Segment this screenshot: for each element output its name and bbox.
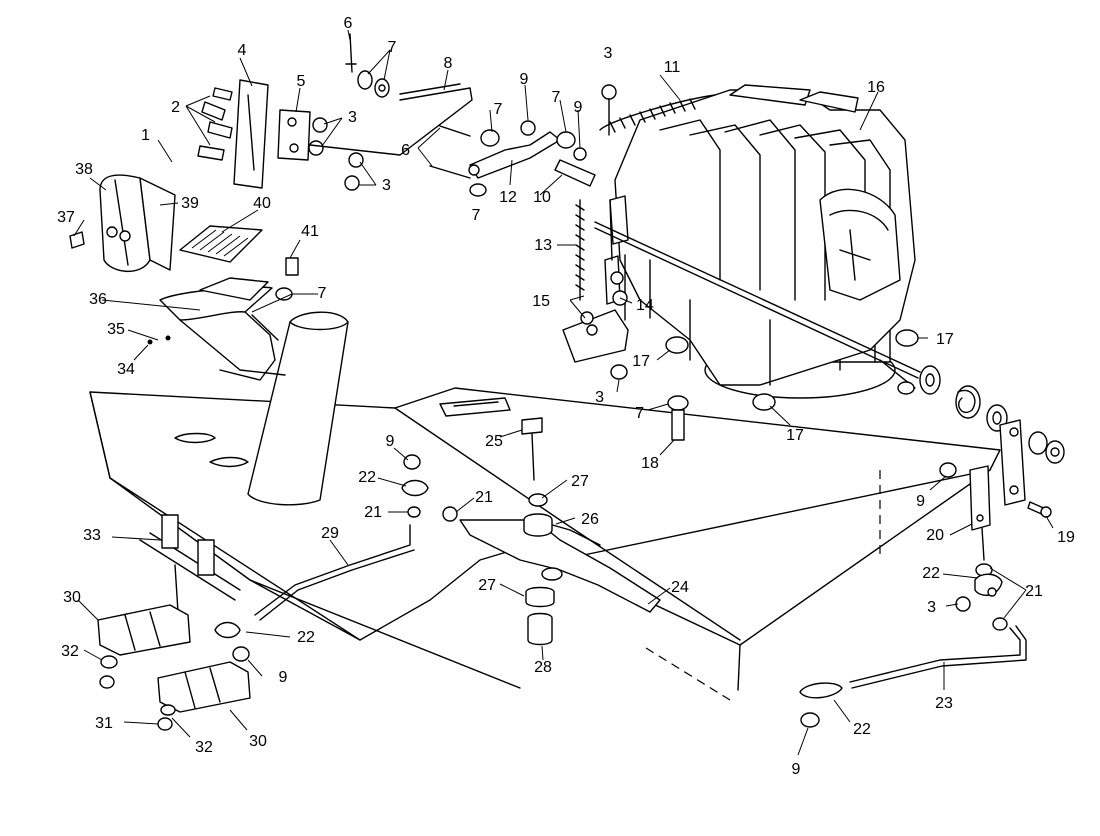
callout-9b: 9 — [574, 99, 583, 116]
callout-29: 29 — [321, 525, 339, 542]
callout-22b: 22 — [297, 629, 315, 646]
callout-4: 4 — [238, 42, 247, 59]
callout-31: 31 — [95, 715, 113, 732]
callout-36: 36 — [89, 291, 107, 308]
callout-22c: 22 — [922, 565, 940, 582]
callout-6a: 6 — [344, 15, 353, 32]
callout-9a: 9 — [520, 71, 529, 88]
callout-9e: 9 — [279, 669, 288, 686]
pedal-assembly — [69, 174, 299, 381]
callout-41: 41 — [301, 223, 319, 240]
control-lever-assembly — [197, 70, 473, 191]
callout-28: 28 — [534, 659, 552, 676]
lever-24 — [459, 417, 661, 646]
callout-21b: 21 — [475, 489, 493, 506]
rod-23-assembly — [799, 527, 1027, 728]
spring-bracket-14 — [562, 199, 629, 363]
callout-7d: 7 — [472, 207, 481, 224]
engine — [594, 84, 921, 399]
callout-37: 37 — [57, 209, 75, 226]
callout-20: 20 — [926, 527, 944, 544]
callout-8: 8 — [444, 55, 453, 72]
callout-3c: 3 — [604, 45, 613, 62]
cotter-pin-6 — [345, 33, 471, 179]
callout-9c: 9 — [386, 433, 395, 450]
callout-24: 24 — [671, 579, 689, 596]
callout-18: 18 — [641, 455, 659, 472]
callout-7e: 7 — [318, 285, 327, 302]
callout-3e: 3 — [927, 599, 936, 616]
callout-7a: 7 — [388, 39, 397, 56]
callout-13: 13 — [534, 237, 552, 254]
callout-12: 12 — [499, 189, 517, 206]
callout-9f: 9 — [792, 761, 801, 778]
callout-22a: 22 — [358, 469, 376, 486]
callout-39: 39 — [181, 195, 199, 212]
steering-column — [247, 311, 349, 506]
callout-22d: 22 — [853, 721, 871, 738]
callout-30a: 30 — [63, 589, 81, 606]
callout-23: 23 — [935, 695, 953, 712]
callout-3d: 3 — [595, 389, 604, 406]
bracket-20 — [939, 419, 1065, 531]
callout-5: 5 — [297, 73, 306, 90]
callout-38: 38 — [75, 161, 93, 178]
callout-27a: 27 — [571, 473, 589, 490]
bushing-blocks — [97, 514, 251, 731]
callout-2: 2 — [171, 99, 180, 116]
callout-7b: 7 — [494, 101, 503, 118]
callout-7c: 7 — [552, 89, 561, 106]
callout-17b: 17 — [786, 427, 804, 444]
callout-27b: 27 — [478, 577, 496, 594]
callout-21c: 21 — [1025, 583, 1043, 600]
callout-17a: 17 — [632, 353, 650, 370]
callout-32b: 32 — [195, 739, 213, 756]
callout-19: 19 — [1057, 529, 1075, 546]
callout-3a: 3 — [348, 109, 357, 126]
callout-3b: 3 — [382, 177, 391, 194]
leader-lines — [73, 29, 1054, 756]
pulley-stack — [879, 359, 1008, 432]
callout-25: 25 — [485, 433, 503, 450]
rod-29 — [214, 454, 458, 662]
callout-35: 35 — [107, 321, 125, 338]
callout-7f: 7 — [635, 405, 644, 422]
engine-mount-hardware — [610, 329, 919, 441]
callout-32a: 32 — [61, 643, 79, 660]
callout-21a: 21 — [364, 504, 382, 521]
callout-15: 15 — [532, 293, 550, 310]
callout-6b: 6 — [401, 142, 410, 159]
throttle-linkage — [468, 84, 716, 197]
callout-30b: 30 — [249, 733, 267, 750]
callout-9d: 9 — [916, 493, 925, 510]
callout-40: 40 — [253, 195, 271, 212]
callout-11: 11 — [664, 59, 681, 76]
callout-33: 33 — [83, 527, 101, 544]
callout-16: 16 — [867, 79, 885, 96]
callout-34: 34 — [117, 361, 135, 378]
callout-14: 14 — [636, 297, 654, 314]
callout-17c: 17 — [936, 331, 954, 348]
callout-26: 26 — [581, 511, 599, 528]
callout-1: 1 — [141, 127, 150, 144]
callout-labels: 1 2 3 3 3 3 3 4 5 6 6 7 7 7 7 7 7 8 9 9 … — [57, 15, 1075, 778]
callout-10: 10 — [533, 189, 551, 206]
